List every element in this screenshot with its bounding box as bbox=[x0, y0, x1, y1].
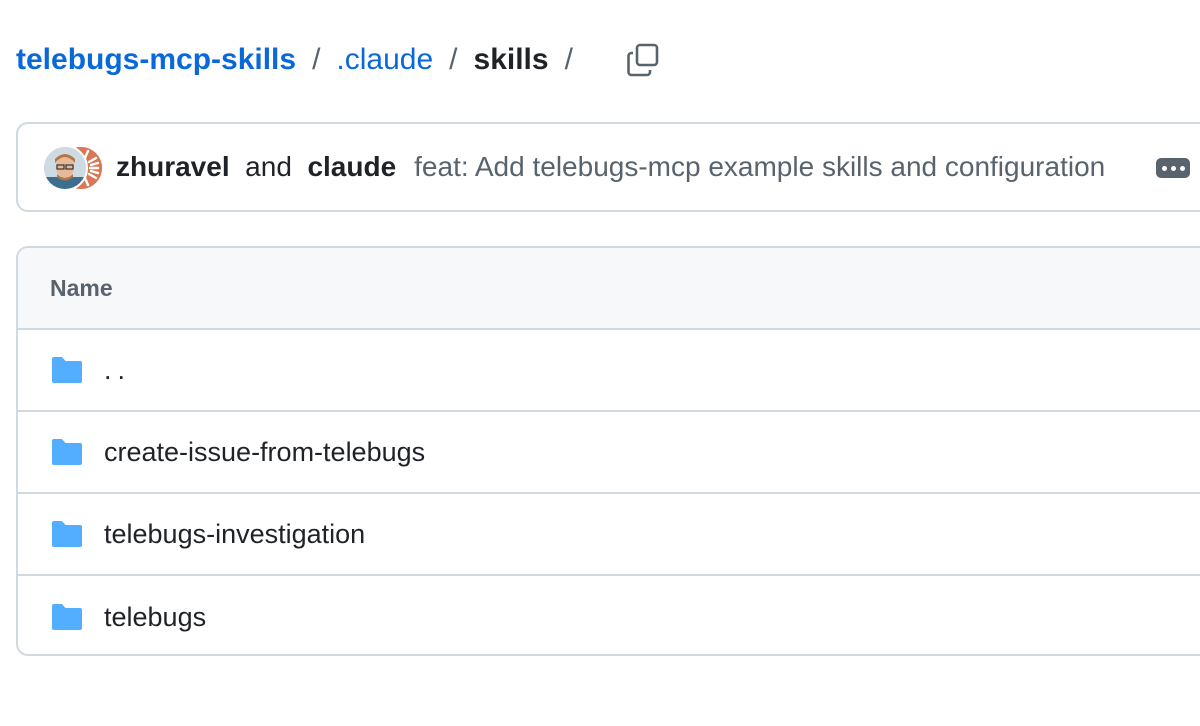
table-row[interactable]: create-issue-from-telebugs bbox=[18, 412, 1200, 494]
file-name-link[interactable]: telebugs-investigation bbox=[104, 518, 366, 549]
breadcrumb-folder-link[interactable]: .claude bbox=[336, 43, 434, 76]
file-name-link[interactable]: create-issue-from-telebugs bbox=[104, 436, 426, 467]
commit-author-link[interactable]: claude bbox=[307, 151, 397, 182]
folder-icon bbox=[52, 357, 82, 383]
avatar[interactable] bbox=[42, 145, 88, 191]
breadcrumb-separator: / bbox=[449, 43, 458, 76]
kebab-horizontal-icon bbox=[1179, 165, 1185, 171]
file-name-link[interactable]: telebugs bbox=[104, 601, 207, 632]
kebab-horizontal-icon bbox=[1170, 165, 1176, 171]
breadcrumb-repo-link[interactable]: telebugs-mcp-skills bbox=[16, 43, 297, 76]
folder-icon bbox=[52, 604, 82, 630]
breadcrumb: telebugs-mcp-skills / .claude / skills / bbox=[16, 36, 663, 84]
latest-commit-bar: zhuravel and claude feat: Add telebugs-m… bbox=[16, 122, 1200, 212]
folder-icon bbox=[52, 521, 82, 547]
copy-icon bbox=[627, 43, 659, 77]
table-row-parent-directory[interactable]: .. bbox=[18, 330, 1200, 412]
table-row[interactable]: telebugs bbox=[18, 576, 1200, 654]
commit-author-link[interactable]: zhuravel bbox=[116, 151, 230, 182]
commit-details-button[interactable] bbox=[1156, 158, 1190, 178]
table-header-name: Name bbox=[18, 248, 1200, 330]
commit-avatars bbox=[42, 145, 104, 191]
commit-authors: zhuravel and claude bbox=[116, 151, 396, 183]
folder-icon bbox=[52, 439, 82, 465]
commit-author-conjunction: and bbox=[237, 151, 300, 182]
copy-path-button[interactable] bbox=[623, 40, 663, 80]
avatar-zhuravel-image bbox=[44, 147, 86, 189]
breadcrumb-current: skills bbox=[473, 43, 549, 76]
table-row[interactable]: telebugs-investigation bbox=[18, 494, 1200, 576]
file-name-link[interactable]: .. bbox=[104, 354, 132, 385]
kebab-horizontal-icon bbox=[1161, 165, 1167, 171]
breadcrumb-separator: / bbox=[564, 43, 573, 76]
breadcrumb-separator: / bbox=[312, 43, 321, 76]
file-table: Name .. create-issue-from-telebugs teleb… bbox=[16, 246, 1200, 656]
commit-message-link[interactable]: feat: Add telebugs-mcp example skills an… bbox=[414, 151, 1106, 182]
